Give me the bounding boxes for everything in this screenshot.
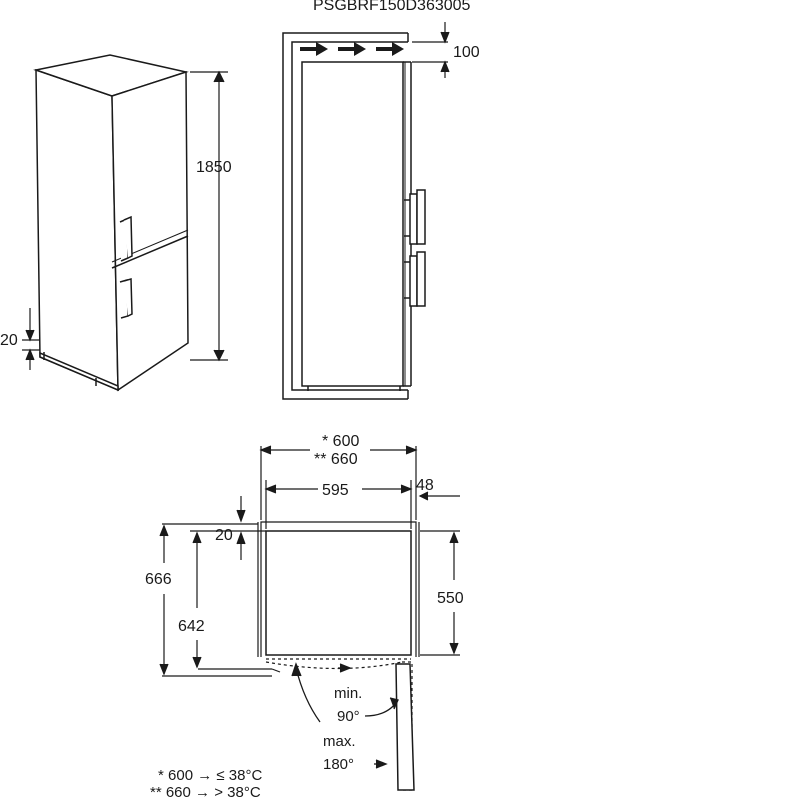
cabinet-depth-dimension	[420, 530, 460, 656]
footnote-a: * 600 → ≤ 38°C	[158, 767, 262, 784]
footnote-b: ** 660 → > 38°C	[150, 784, 261, 800]
appliance-width-label: 595	[322, 482, 349, 499]
total-depth-label: 666	[145, 571, 172, 588]
niche-installation-view	[282, 32, 412, 400]
top-clearance-dimension	[412, 22, 450, 78]
back-gap-dimension	[236, 496, 246, 560]
door-min-angle: 90°	[337, 708, 360, 725]
side-gap-label: 48	[416, 477, 434, 494]
appliance-width-dimension	[264, 480, 413, 529]
back-gap-label: 20	[215, 527, 233, 544]
door-max-angle: 180°	[323, 756, 354, 773]
niche-handles	[404, 189, 426, 307]
side-gap-dimension	[418, 491, 460, 501]
door-max-label: max.	[323, 733, 356, 750]
model-code: PSGBRF150D363005	[313, 0, 471, 14]
fridge-perspective-view	[33, 54, 189, 392]
body-depth-label: 642	[178, 618, 205, 635]
plinth-label: 20	[0, 332, 18, 349]
niche-width-dimension	[259, 445, 418, 520]
door-handles	[119, 215, 133, 319]
body-depth-dimension	[192, 531, 202, 669]
plan-base-lines	[162, 523, 281, 677]
door-opening-arrows	[291, 662, 399, 769]
top-clearance-label: 100	[453, 44, 480, 61]
plan-view	[257, 521, 420, 791]
door-min-label: min.	[334, 685, 362, 702]
niche-width-b-label: ** 660	[314, 451, 358, 468]
total-depth-dimension	[159, 524, 169, 676]
niche-width-a-label: * 600	[322, 433, 359, 450]
height-dimension	[190, 70, 228, 362]
cabinet-depth-label: 550	[437, 590, 464, 607]
plinth-dimension	[22, 308, 40, 370]
height-label: 1850	[196, 159, 232, 176]
airflow-arrows	[300, 42, 404, 56]
